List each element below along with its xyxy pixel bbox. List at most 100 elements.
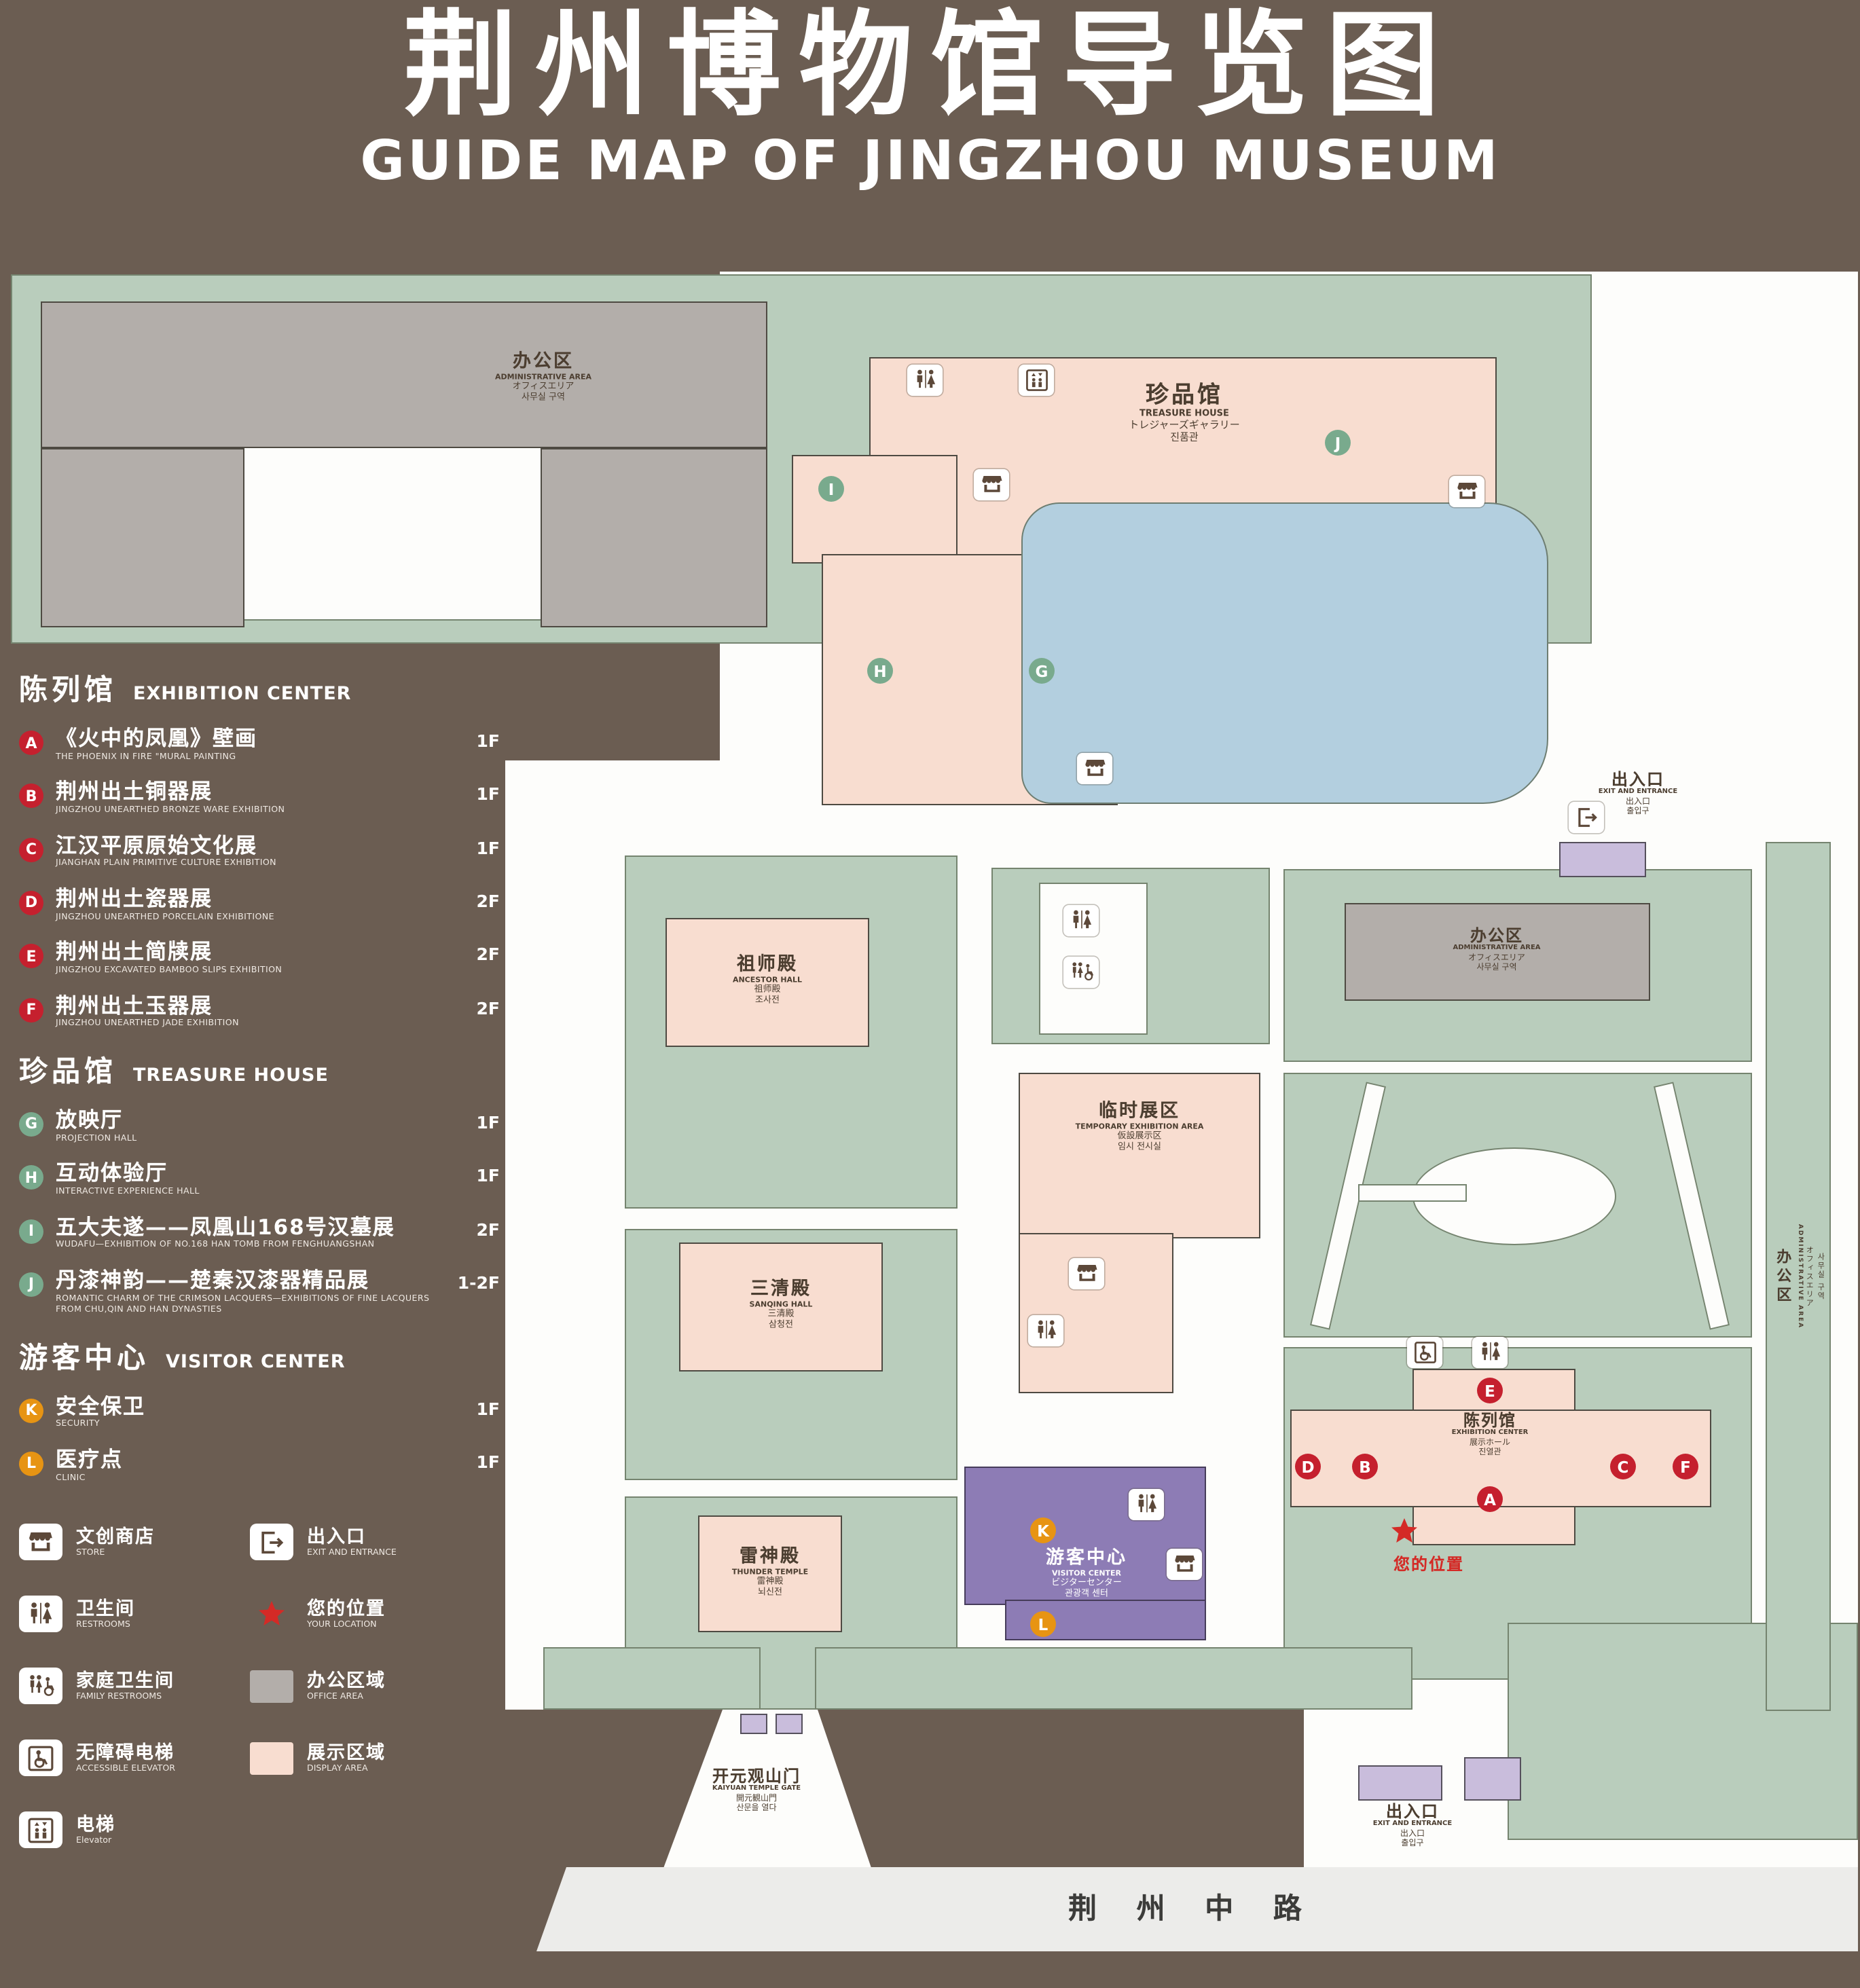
label-exit-top-right-line2: 出入口 xyxy=(1625,796,1651,807)
gate-pad-1 xyxy=(740,1714,767,1734)
label-road: 荆 州 中 路 xyxy=(1068,1892,1317,1926)
label-treasure-house-line1: TREASURE HOUSE xyxy=(1139,407,1229,419)
legend-symbol-zh: 出入口 xyxy=(307,1526,366,1549)
legend-marker-C: C xyxy=(19,837,43,862)
legend-item-en: PROJECTION HALL xyxy=(56,1133,137,1143)
lawn-bottom-center xyxy=(815,1647,1412,1710)
legend-symbol-en: OFFICE AREA xyxy=(307,1692,363,1702)
marker-H: H xyxy=(867,658,893,684)
legend-symbol-en: ACCESSIBLE ELEVATOR xyxy=(76,1764,175,1774)
label-temporary-exhibition-line0: 临时展区 xyxy=(1099,1100,1180,1122)
restroom-icon xyxy=(907,365,943,396)
label-admin-right-line3: 사무실 구역 xyxy=(1815,1252,1824,1301)
exit-icon xyxy=(1569,802,1604,833)
legend-item-floor: 2F xyxy=(476,890,500,911)
legend-item-zh: 丹漆神韵——楚秦汉漆器精品展 xyxy=(56,1268,370,1293)
family-icon xyxy=(19,1668,62,1705)
your-location-star-icon xyxy=(250,1598,293,1631)
legend-item-en: JINGZHOU EXCAVATED BAMBOO SLIPS EXHIBITI… xyxy=(56,965,282,976)
star-icon xyxy=(1388,1515,1421,1548)
label-exhibition-center-line0: 陈列馆 xyxy=(1463,1410,1517,1430)
label-road-line0: 荆 州 中 路 xyxy=(1068,1892,1317,1926)
acc-elevator-icon xyxy=(1407,1337,1442,1368)
acc-elevator-icon xyxy=(19,1740,62,1777)
label-visitor-center-line3: 관광객 센터 xyxy=(1065,1587,1108,1599)
legend-item-en: INTERACTIVE EXPERIENCE HALL xyxy=(56,1187,200,1196)
building-sanqing-hall xyxy=(679,1242,883,1372)
restroom-icon xyxy=(19,1596,62,1633)
building-temp-exhibition-upper xyxy=(1019,1073,1260,1238)
label-treasure-house-line2: トレジャーズギャラリー xyxy=(1129,418,1240,431)
legend-item-floor: 1-2F xyxy=(457,1272,500,1293)
legend-item-floor: 2F xyxy=(476,1219,500,1239)
legend-symbol-zh: 无障碍电梯 xyxy=(76,1742,175,1765)
legend-item-zh: 荆州出土简牍展 xyxy=(56,940,213,965)
label-sanqing-hall-line1: SANQING HALL xyxy=(749,1301,813,1310)
office-area-swatch xyxy=(250,1670,293,1703)
label-admin-center-line2: オフィスエリア xyxy=(1468,953,1525,963)
legend-item-floor: 1F xyxy=(476,731,500,751)
title-block: 荆州博物馆导览图 GUIDE MAP OF JINGZHOU MUSEUM xyxy=(0,0,1860,194)
marker-E: E xyxy=(1477,1378,1503,1403)
exit-icon xyxy=(250,1524,293,1561)
legend-symbol-zh: 办公区域 xyxy=(307,1670,386,1693)
marker-F: F xyxy=(1673,1454,1698,1479)
label-kaiyuan-gate-line3: 산문을 열다 xyxy=(736,1803,777,1814)
legend-symbol-zh: 家庭卫生间 xyxy=(76,1670,175,1693)
legend-item-en: JINGZHOU UNEARTHED BRONZE WARE EXHIBITIO… xyxy=(56,805,285,815)
legend-item-en: JIANGHAN PLAIN PRIMITIVE CULTURE EXHIBIT… xyxy=(56,858,276,868)
legend-section-en: EXHIBITION CENTER xyxy=(133,683,352,705)
label-admin-tl-line2: オフィスエリア xyxy=(512,381,575,392)
label-temporary-exhibition-line3: 임시 전시실 xyxy=(1118,1141,1161,1152)
building-admin-tl-left xyxy=(41,448,244,627)
label-exit-top-right-line3: 출입구 xyxy=(1626,807,1649,817)
label-admin-tl-line0: 办公区 xyxy=(512,350,574,373)
legend-item-floor: 1F xyxy=(476,1111,500,1133)
label-visitor-center-line1: VISITOR CENTER xyxy=(1051,1570,1122,1579)
building-thunder-temple xyxy=(698,1515,842,1632)
marker-L: L xyxy=(1030,1611,1056,1637)
page-title: 荆州博物馆导览图 xyxy=(403,0,1457,132)
marker-J: J xyxy=(1325,430,1351,456)
store-icon xyxy=(19,1524,62,1561)
elevator-icon xyxy=(1019,365,1054,396)
label-admin-right-line0: 办公区 xyxy=(1774,1248,1793,1305)
label-ancestor-hall-line1: ANCESTOR HALL xyxy=(732,976,803,985)
legend-marker-J: J xyxy=(19,1272,43,1297)
store-icon xyxy=(1077,753,1112,784)
label-sanqing-hall-line3: 삼청전 xyxy=(769,1319,793,1330)
marker-B: B xyxy=(1352,1454,1378,1479)
elevator-icon xyxy=(19,1811,62,1849)
label-exhibition-center-line1: EXHIBITION CENTER xyxy=(1451,1429,1529,1437)
building-admin-center xyxy=(1345,903,1650,1001)
page-subtitle: GUIDE MAP OF JINGZHOU MUSEUM xyxy=(360,130,1501,194)
legend-item-floor: 1F xyxy=(476,1451,500,1472)
legend-item-floor: 1F xyxy=(476,1398,500,1419)
legend-section-zh: 陈列馆 xyxy=(19,674,117,706)
